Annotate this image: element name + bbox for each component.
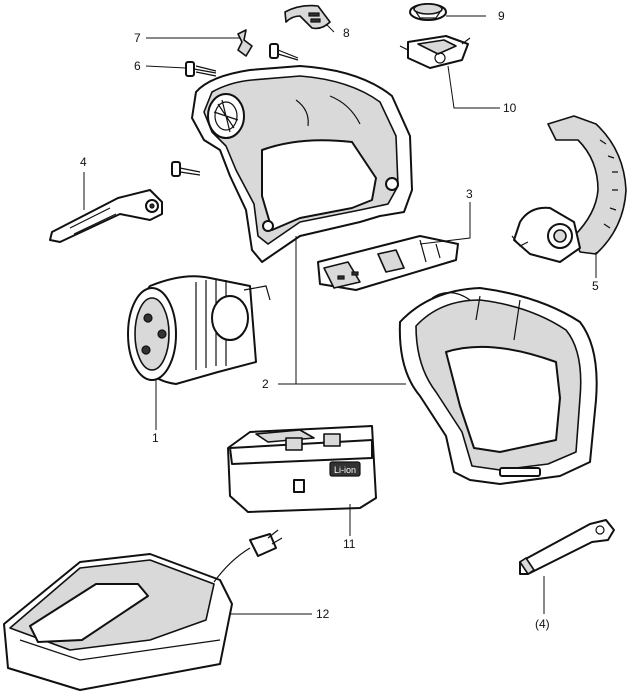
part-6-screw [185,61,217,77]
part-10-switch [399,35,471,69]
part-2-housing-lower [398,287,598,485]
label-part-8: 8 [343,26,350,40]
part-2-housing-upper [191,65,413,263]
label-part-1: 1 [152,431,159,445]
part-3-contact-plate [317,235,459,291]
battery-badge-text: Li-ion [334,465,356,475]
label-part-11: 11 [343,537,356,551]
part-9-knob [409,3,447,21]
label-part-4: 4 [80,155,87,169]
label-part-7: 7 [134,31,141,45]
label-part-6: 6 [134,59,141,73]
screw-upper [269,43,299,61]
part-5-belt-assembly [511,115,627,263]
part-11-battery: Li-ion [227,425,377,513]
screw-lower [171,161,201,177]
label-part-2: 2 [262,377,269,391]
part-12-charger [3,529,283,691]
part-7-bracket [237,29,253,57]
label-part-3: 3 [466,187,473,201]
label-part-4-spare: (4) [535,617,550,631]
part-4-spare-lever [519,519,615,575]
label-part-12: 12 [316,607,330,621]
label-part-5: 5 [592,279,599,293]
part-8-clip [284,4,331,30]
part-1-motor [127,275,271,385]
label-part-9: 9 [498,9,505,23]
label-part-10: 10 [503,101,517,115]
part-4-lever [49,189,163,243]
leader-lines [83,15,597,615]
